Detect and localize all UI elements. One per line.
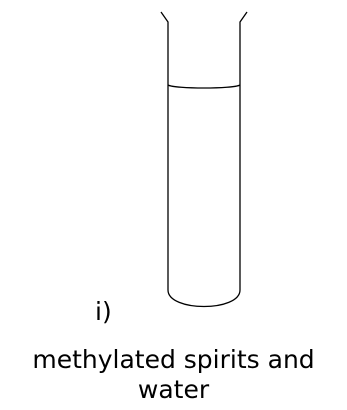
caption-line-1: methylated spirits and	[32, 345, 315, 374]
test-tube	[160, 11, 248, 308]
part-label: i)	[95, 297, 112, 326]
liquid-surface-line	[167, 84, 241, 89]
caption-line-2: water	[137, 375, 210, 404]
caption: methylated spirits and water	[0, 345, 347, 405]
